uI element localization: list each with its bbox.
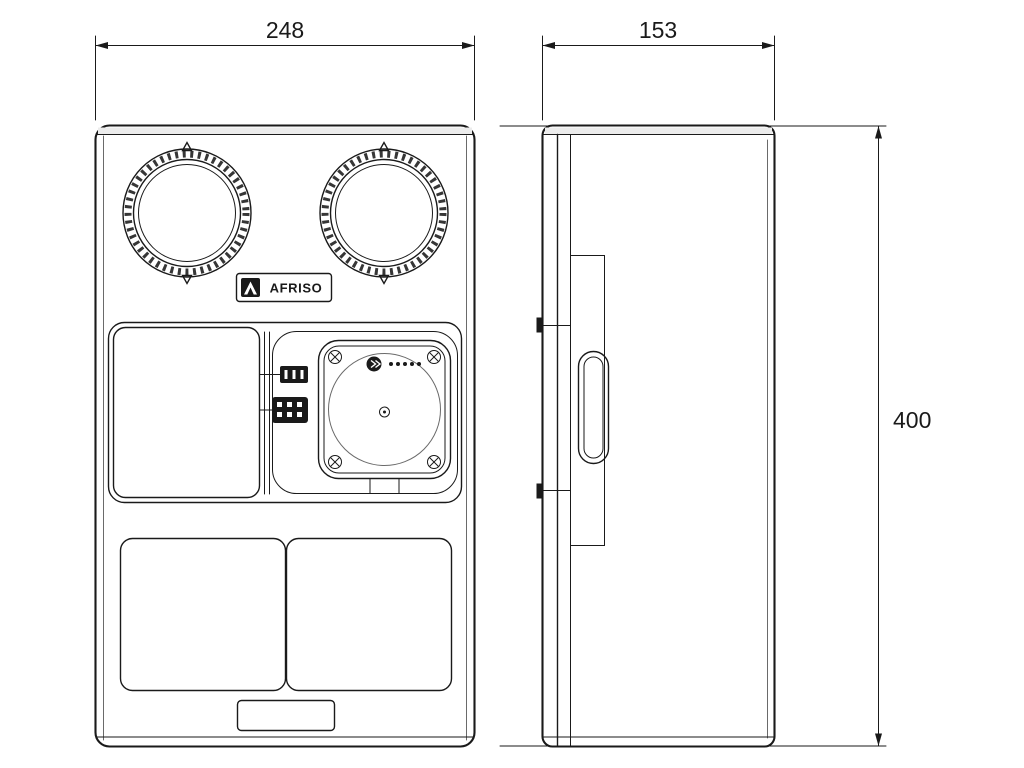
- cabinet-outline: [94, 124, 476, 748]
- dimension-height-value: 400: [893, 407, 931, 433]
- pump-module: [107, 321, 463, 504]
- lid-shading: [98, 127, 472, 134]
- dial-tab-top: [378, 141, 390, 152]
- pump-dot: [417, 362, 421, 366]
- brand-logo-notch: [247, 287, 254, 295]
- dial-tab-bottom: [378, 274, 390, 285]
- dial-bezel-ring: [329, 158, 439, 268]
- screw-icon: [328, 350, 342, 364]
- screw-icon: [427, 455, 441, 469]
- screw-icon: [328, 455, 342, 469]
- dial-tab-bottom: [181, 274, 193, 285]
- dimension-height: 400: [499, 125, 931, 747]
- dial-face-ring: [138, 164, 236, 262]
- mounting-clip-bottom: [536, 483, 544, 499]
- pump-brand-icon: [366, 356, 382, 372]
- insulation-panel-bottom-left: [119, 537, 287, 692]
- arrowhead-icon: [95, 42, 108, 49]
- pump-face-plate: [317, 339, 452, 480]
- dial-tab-top: [181, 141, 193, 152]
- arrowhead-icon: [875, 126, 882, 139]
- insulation-panel-bottom-right: [285, 537, 453, 692]
- dial-outer-ring: [122, 148, 252, 278]
- arrowhead-icon: [875, 733, 882, 746]
- dial-outer-ring: [319, 148, 449, 278]
- arrowhead-icon: [462, 42, 475, 49]
- lid-shading: [545, 127, 772, 134]
- brand-badge: AFRISO: [235, 272, 333, 303]
- mounting-clip-top: [536, 317, 544, 333]
- arrowhead-icon: [542, 42, 555, 49]
- dial-knurl-ring: [124, 150, 250, 276]
- dial-knurl-ring: [321, 150, 447, 276]
- pump-dot: [396, 362, 400, 366]
- dimension-width: 248: [95, 17, 475, 121]
- pump-shaft-dot: [383, 410, 386, 414]
- pump-face-inner: [323, 345, 446, 474]
- dimension-depth: 153: [542, 17, 775, 121]
- pump-dot: [389, 362, 393, 366]
- terminal-block-upper: [259, 366, 308, 383]
- brand-label: AFRISO: [270, 281, 323, 296]
- thermometer-dial-left: [122, 141, 252, 285]
- pump-dot: [410, 362, 414, 366]
- dial-bezel-ring: [132, 158, 242, 268]
- screw-icon: [427, 350, 441, 364]
- dimension-depth-value: 153: [639, 17, 677, 43]
- insulation-panel-left: [112, 326, 261, 499]
- pump-shaft-center: [379, 406, 390, 418]
- dial-face-ring: [335, 164, 433, 262]
- dimension-width-value: 248: [266, 17, 304, 43]
- badge-frame: [235, 272, 333, 303]
- module-frame: [107, 321, 463, 504]
- cabinet-side-outline: [541, 124, 776, 748]
- bottom-label-plate: [236, 699, 336, 732]
- pump-motor-circle: [328, 353, 441, 466]
- pump-head: [317, 339, 452, 494]
- terminal-block-lower: [259, 397, 308, 423]
- thermometer-dial-right: [319, 141, 449, 285]
- pump-dot: [403, 362, 407, 366]
- side-latch-handle: [577, 350, 610, 465]
- front-view: AFRISO: [94, 124, 476, 748]
- side-view: [536, 124, 776, 748]
- arrowhead-icon: [762, 42, 775, 49]
